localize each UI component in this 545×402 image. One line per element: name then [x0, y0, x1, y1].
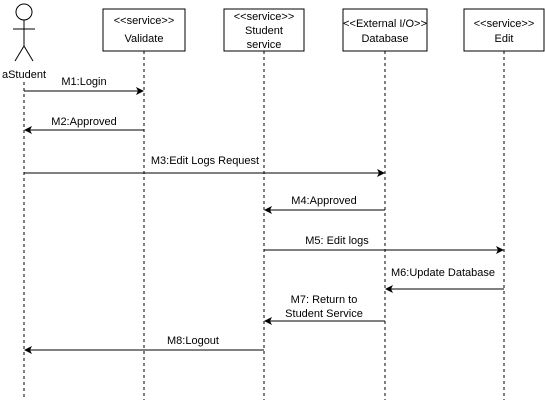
- message-m6: M6:Update Database: [385, 267, 504, 293]
- message-label: M7: Return to: [291, 294, 358, 306]
- participant-box: [463, 8, 545, 52]
- message-m8: M8:Logout: [24, 335, 264, 354]
- participant-stereotype: <<service>>: [114, 15, 175, 27]
- participant-edit: <<service>> Edit: [463, 8, 545, 52]
- participant-stereotype: <<service>>: [234, 11, 295, 23]
- participant-validate: <<service>> Validate: [102, 8, 186, 52]
- message-m3: M3:Edit Logs Request: [24, 155, 385, 177]
- message-label: M2:Approved: [51, 116, 116, 128]
- message-label: M5: Edit logs: [305, 235, 369, 247]
- message-label: M3:Edit Logs Request: [151, 155, 259, 167]
- actor-head: [15, 3, 33, 21]
- message-m5: M5: Edit logs: [264, 235, 504, 254]
- participant-box: [223, 8, 305, 52]
- message-label: M6:Update Database: [391, 267, 495, 279]
- participant-name: Database: [361, 33, 408, 45]
- message-m7: M7: Return to Student Service: [264, 294, 385, 325]
- message-m4: M4:Approved: [264, 195, 385, 214]
- message-m2: M2:Approved: [24, 116, 144, 134]
- message-label: M1:Login: [61, 76, 106, 88]
- participant-name: Student: [245, 25, 283, 37]
- participant-name: Validate: [125, 33, 164, 45]
- participant-database: <<External I/O>> Database: [342, 8, 428, 52]
- participant-student-service: <<service>> Student service: [223, 8, 305, 52]
- actor-left-leg: [14, 45, 25, 62]
- participant-name-line2: service: [247, 39, 282, 51]
- message-m1: M1:Login: [24, 76, 144, 95]
- participant-box: [102, 8, 186, 52]
- actor-right-leg: [23, 45, 34, 62]
- actor-name: aStudent: [2, 69, 46, 81]
- lifelines: [23, 51, 505, 400]
- message-label: M4:Approved: [291, 195, 356, 207]
- participant-stereotype: <<service>>: [474, 18, 535, 30]
- message-label: M8:Logout: [167, 335, 219, 347]
- participant-name: Edit: [495, 33, 514, 45]
- participant-box: [342, 8, 428, 52]
- message-label-line2: Student Service: [285, 308, 363, 320]
- participant-stereotype: <<External I/O>>: [343, 18, 427, 30]
- actor-astudent: aStudent: [2, 3, 46, 81]
